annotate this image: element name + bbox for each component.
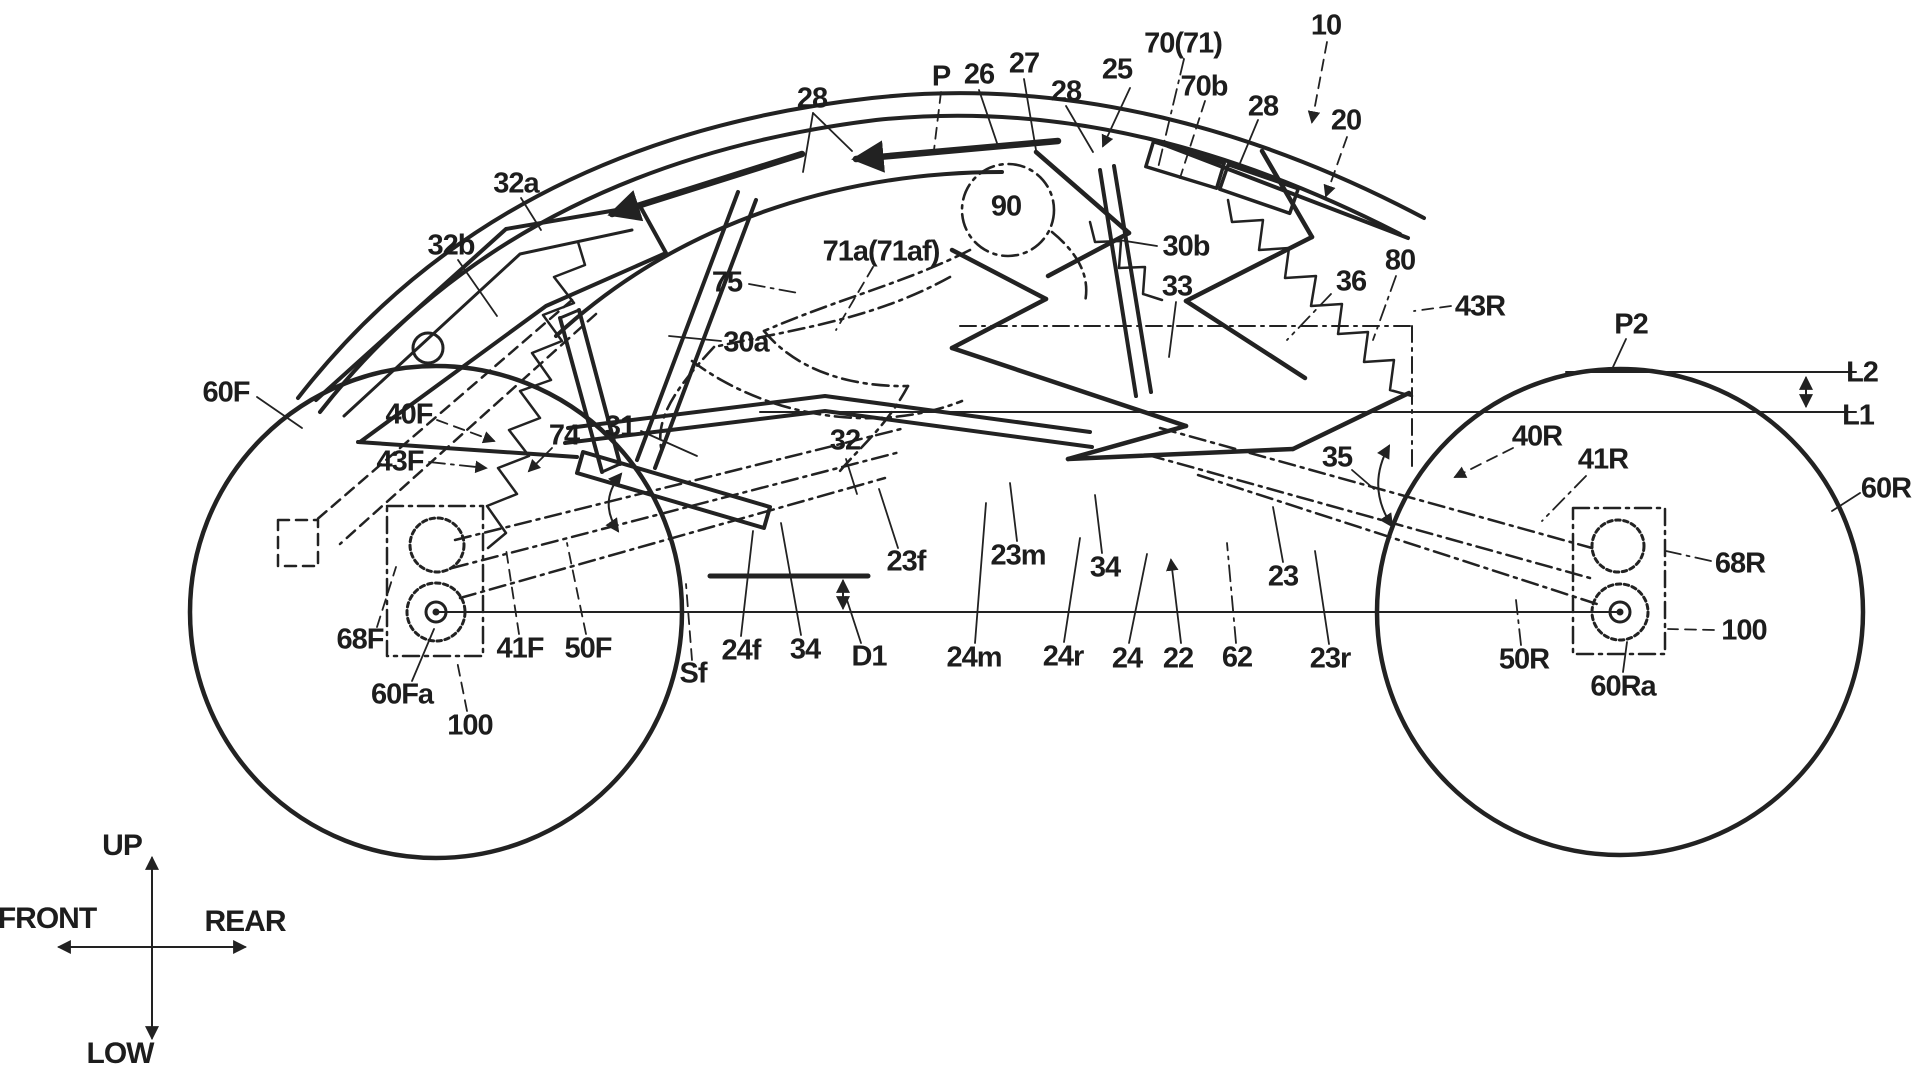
cockpit-opening-curve: [554, 170, 1004, 338]
front-rocker-arrow: [605, 472, 623, 533]
truss-7: [1033, 149, 1132, 236]
truss-10: [1183, 234, 1315, 304]
head-tube-front: [558, 316, 604, 474]
occupant-forearm: [658, 345, 716, 454]
floor-members: [563, 394, 1094, 579]
truss-9: [1259, 148, 1315, 240]
rotation-arrows: [605, 444, 1394, 533]
rear-rocker-arrow: [1377, 444, 1394, 528]
truss-2: [949, 296, 1049, 351]
truss-3: [949, 345, 1189, 429]
rear-spring: [1226, 198, 1414, 398]
lower-rail-lower: [563, 409, 1094, 449]
front-hub-assembly: [385, 504, 485, 658]
truss-11: [1183, 298, 1308, 381]
truss-1: [949, 247, 1049, 302]
truss-6: [1290, 390, 1412, 452]
orientation-compass: [56, 855, 248, 1041]
steering-axis-2: [338, 312, 598, 546]
steering-axis-1: [312, 298, 574, 524]
front-link-bracket: [276, 518, 320, 568]
frame-truss: [635, 148, 1412, 470]
front-hub-gear-lower: [405, 581, 467, 643]
linkages: [276, 426, 1602, 607]
rear-hub-assembly: [1571, 506, 1667, 656]
occupant-head: [960, 162, 1056, 258]
truss-4: [1065, 423, 1189, 462]
front-hub-box: [385, 504, 485, 658]
rear-hub-box: [1571, 506, 1667, 656]
left-pillar-b: [635, 190, 740, 462]
front-axle: [424, 600, 448, 624]
front-link-3: [458, 476, 887, 600]
occupant-thigh: [762, 329, 910, 388]
front-hub-gear-upper: [408, 516, 466, 574]
member-32-tail: [356, 440, 579, 459]
rear-link-2: [1146, 453, 1592, 580]
step-board: [575, 450, 772, 530]
arch-strut-arrow-top: [851, 137, 1062, 173]
front-spring: [485, 240, 587, 550]
front-link-1: [453, 426, 907, 542]
lower-rail-upper: [566, 394, 1092, 434]
front-axle-dot: [432, 608, 440, 616]
member-32-outer: [314, 204, 668, 444]
occupant-back: [762, 248, 972, 333]
head-tube-top: [558, 308, 581, 320]
rear-hub-gear-lower: [1590, 582, 1650, 642]
occupant-arm: [712, 275, 952, 349]
rear-axle: [1608, 600, 1632, 624]
left-pillar-a: [653, 198, 758, 470]
steering-head: [312, 298, 622, 546]
right-pillar-a: [1098, 168, 1138, 398]
mid-spring: [1088, 220, 1164, 302]
suspension-springs: [485, 198, 1414, 550]
roof-arch-frame: [296, 91, 1426, 414]
seat-outline: [690, 359, 964, 420]
rear-axle-dot: [1616, 608, 1624, 616]
member-32-inner: [342, 228, 634, 418]
right-pillar-b: [1112, 164, 1153, 394]
truss-5: [1065, 446, 1296, 462]
rear-link-3: [1196, 473, 1602, 607]
occupant-headrest: [1050, 230, 1088, 304]
front-upper-member-32: [314, 204, 668, 459]
rear-link-1: [1158, 426, 1594, 550]
arch-outer-tube: [296, 91, 1426, 400]
arch-inner-tube: [318, 113, 1402, 414]
rear-hub-gear-upper: [1590, 518, 1646, 574]
occupant-phantom: [658, 162, 1088, 473]
arch-strut-arrow-left: [607, 150, 806, 222]
front-fork-pivot: [411, 331, 445, 365]
leader-lines: [256, 41, 1861, 712]
head-tube-bottom: [600, 462, 622, 474]
front-link-2: [450, 450, 902, 570]
member-70b-box-2: [1218, 162, 1300, 216]
